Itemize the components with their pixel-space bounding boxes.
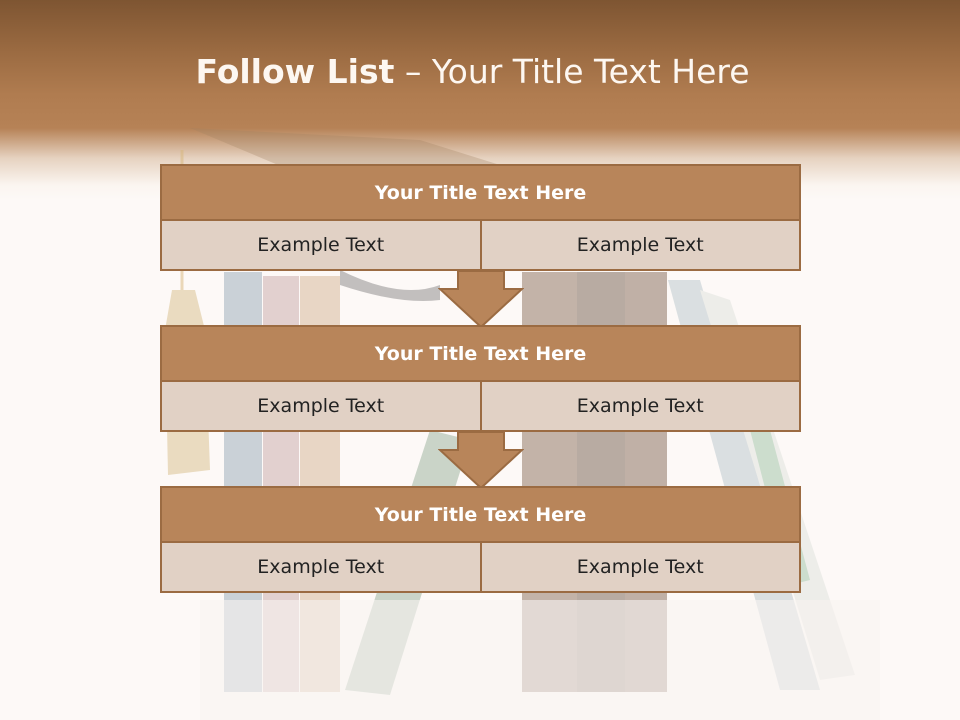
follow-block-1: Your Title Text Here Example Text Exampl… (160, 164, 801, 271)
block-title: Your Title Text Here (160, 164, 801, 221)
block-cell-right: Example Text (481, 221, 801, 271)
block-cell-left: Example Text (160, 543, 482, 593)
floor-reflection (200, 600, 880, 720)
block-row: Example Text Example Text (160, 543, 801, 593)
block-cell-left: Example Text (160, 221, 482, 271)
block-cell-right: Example Text (481, 382, 801, 432)
follow-block-2: Your Title Text Here Example Text Exampl… (160, 325, 801, 432)
down-arrow-icon (438, 432, 524, 489)
block-cell-right: Example Text (481, 543, 801, 593)
block-row: Example Text Example Text (160, 382, 801, 432)
slide-title: Follow List – Your Title Text Here (0, 52, 945, 91)
block-title: Your Title Text Here (160, 486, 801, 543)
follow-block-3: Your Title Text Here Example Text Exampl… (160, 486, 801, 593)
block-row: Example Text Example Text (160, 221, 801, 271)
grad-cap-board (190, 128, 500, 170)
slide-title-bold: Follow List (195, 52, 395, 91)
grad-cap-base (340, 270, 440, 301)
block-cell-left: Example Text (160, 382, 482, 432)
block-title: Your Title Text Here (160, 325, 801, 382)
down-arrow-icon (438, 271, 524, 328)
slide-title-rest: – Your Title Text Here (394, 52, 750, 91)
